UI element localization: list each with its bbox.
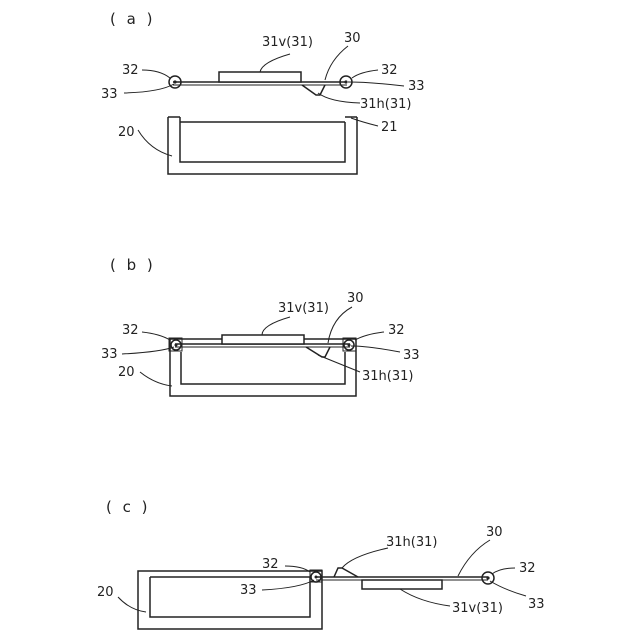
label-30-a: 30: [344, 31, 361, 46]
label-33-right-a: 33: [408, 79, 425, 94]
label-20-b: 20: [118, 365, 135, 380]
label-32-right-a: 32: [381, 63, 398, 78]
label-21-a: 21: [381, 120, 398, 135]
label-20-c: 20: [97, 585, 114, 600]
leader-33r-b: [351, 346, 400, 352]
tray-20-outer: [168, 117, 357, 174]
substrate-31v-c: [362, 580, 442, 589]
leader-20-c: [118, 597, 146, 612]
label-31h-b: 31h(31): [362, 369, 413, 384]
panel-a-tag: ( a ): [110, 10, 155, 28]
substrate-31v-b: [222, 335, 304, 344]
leader-31h-c: [342, 548, 388, 568]
tray-20-c-outer: [138, 571, 322, 629]
panel-b-tag: ( b ): [110, 256, 156, 274]
leader-33l-b: [122, 347, 174, 354]
label-33-right-b: 33: [403, 348, 420, 363]
label-32-right-b: 32: [388, 323, 405, 338]
leader-32r-b: [355, 332, 384, 340]
tray-20-b-outer: [170, 339, 356, 396]
leader-32l-a: [142, 70, 170, 78]
label-32-left-a: 32: [122, 63, 139, 78]
leader-33r-c: [490, 581, 526, 596]
label-32-right-c: 32: [519, 561, 536, 576]
leader-31h-a: [318, 93, 360, 103]
blade-31h-c: [334, 568, 358, 577]
substrate-31v: [219, 72, 301, 82]
leader-33r-a: [348, 82, 404, 86]
panel-b: ( b ) 31v(31) 30 32 33 32 33 31h(31: [101, 256, 420, 396]
leader-31v-a: [260, 54, 290, 72]
leader-33l-a: [124, 84, 174, 93]
leader-32r-c: [492, 568, 515, 574]
roller-33-right-c: [486, 576, 489, 579]
leader-32l-b: [142, 332, 170, 340]
leader-30-c: [458, 540, 490, 576]
roller-33-right-b: [348, 344, 351, 347]
label-33-right-c: 33: [528, 597, 545, 612]
leader-30-a: [325, 46, 348, 80]
label-31v-a: 31v(31): [262, 35, 313, 50]
panel-a: ( a ) 31v(31) 30 32 33 32 33 31h(31): [101, 10, 425, 174]
roller-33-left: [173, 80, 176, 83]
label-33-left-c: 33: [240, 583, 257, 598]
label-31h-a: 31h(31): [360, 97, 411, 112]
roller-33-left-b: [175, 344, 178, 347]
roller-33-right: [344, 80, 347, 83]
leader-32r-a: [352, 70, 378, 78]
leader-21-a: [351, 118, 378, 126]
leader-31v-c: [400, 589, 450, 606]
label-31v-b: 31v(31): [278, 301, 329, 316]
roller-33-left-c: [315, 576, 318, 579]
label-31v-c: 31v(31): [452, 601, 503, 616]
label-33-left-b: 33: [101, 347, 118, 362]
leader-31v-b: [262, 317, 290, 335]
label-20-a: 20: [118, 125, 135, 140]
leader-20-b: [140, 372, 172, 386]
leader-33l-c: [262, 580, 314, 590]
label-33-left-a: 33: [101, 87, 118, 102]
leader-20-a: [138, 130, 172, 156]
label-32-left-c: 32: [262, 557, 279, 572]
label-32-left-b: 32: [122, 323, 139, 338]
tray-20-c-inner: [150, 577, 310, 617]
label-30-c: 30: [486, 525, 503, 540]
label-31h-c: 31h(31): [386, 535, 437, 550]
panel-c: ( c ) 31h(31) 30 32 33 32 33 20 31v(: [97, 498, 545, 629]
label-30-b: 30: [347, 291, 364, 306]
blade-31h: [302, 85, 325, 95]
leader-31h-b: [318, 355, 360, 372]
tray-20-inner: [168, 117, 357, 162]
panel-c-tag: ( c ): [106, 498, 151, 516]
